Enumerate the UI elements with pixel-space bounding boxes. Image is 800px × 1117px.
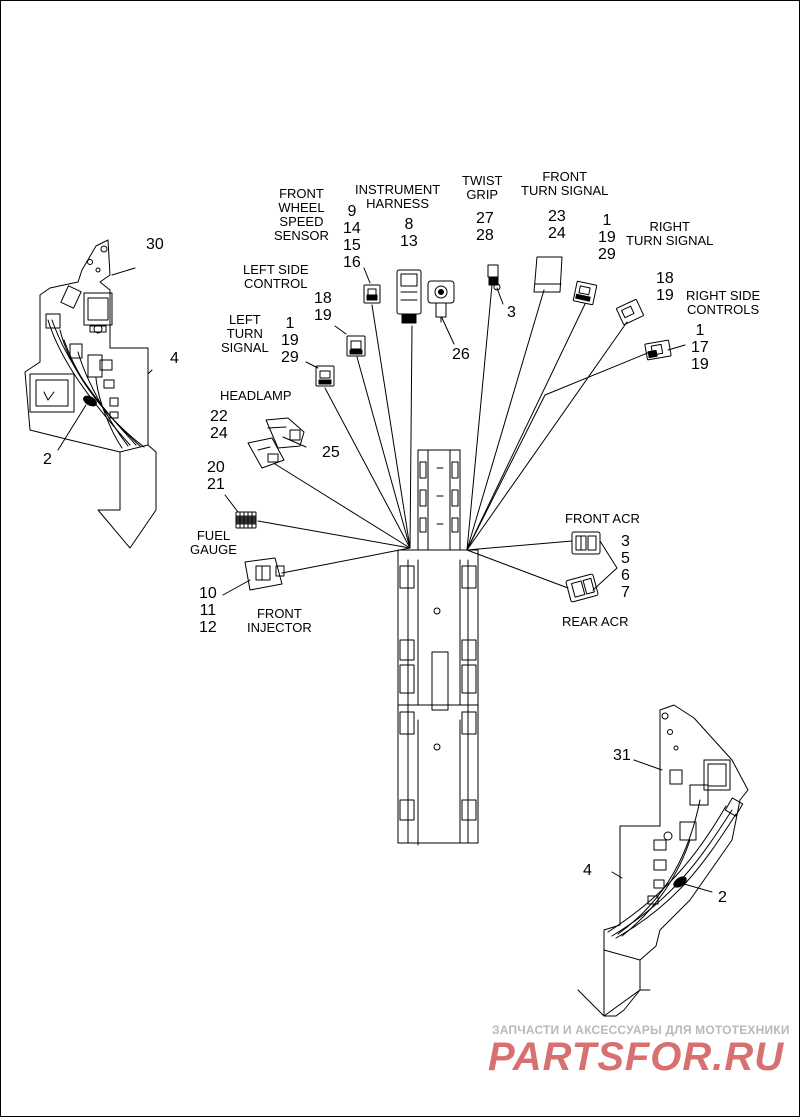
callout-headlamp-side: 25 bbox=[322, 444, 340, 461]
callout-left-inset-side: 4 bbox=[170, 350, 179, 367]
watermark-logo: PARTSFOR.RU bbox=[488, 1035, 785, 1079]
callout-right-inset-top: 31 bbox=[613, 747, 631, 764]
harness-wires bbox=[257, 284, 651, 589]
right-side-controls-connector-a bbox=[616, 299, 644, 325]
instrument-harness-connector bbox=[396, 269, 422, 324]
right-side-controls-connector-b bbox=[644, 339, 672, 361]
callout-left-inset-clip: 2 bbox=[43, 451, 52, 468]
callout-twist-grip-side: 3 bbox=[507, 304, 516, 321]
left-inset-bracket bbox=[24, 239, 157, 549]
twist-grip-connector bbox=[487, 264, 501, 291]
leader-lines bbox=[222, 267, 686, 596]
front-turn-signal-connector bbox=[533, 256, 563, 293]
left-turn-signal-connector bbox=[315, 365, 335, 387]
left-side-control-connector bbox=[346, 335, 366, 357]
rear-acr-connector bbox=[565, 573, 599, 603]
caption-rear-acr: REAR ACR bbox=[562, 614, 629, 629]
front-injector-connector bbox=[244, 557, 285, 591]
right-turn-signal-connector bbox=[572, 280, 598, 306]
callout-left-inset-top: 30 bbox=[146, 236, 164, 253]
watermark-tagline: ЗАПЧАСТИ И АКСЕССУАРЫ ДЛЯ МОТОТЕХНИКИ bbox=[492, 1023, 790, 1037]
fuel-gauge-connector bbox=[235, 511, 257, 529]
headlamp-connector bbox=[247, 437, 285, 469]
caption-headlamp: HEADLAMP bbox=[220, 388, 292, 403]
callout-right-inset-clip: 2 bbox=[718, 889, 727, 906]
callout-instrument-clip: 26 bbox=[452, 346, 470, 363]
right-inset-bracket bbox=[577, 704, 749, 1017]
callout-right-inset-side: 4 bbox=[583, 862, 592, 879]
headlamp-connector-25 bbox=[265, 417, 305, 449]
caption-front-acr: FRONT ACR bbox=[565, 511, 640, 526]
instrument-clip-26 bbox=[427, 280, 455, 323]
frame-spine bbox=[397, 449, 479, 846]
front-acr-connector bbox=[571, 531, 601, 555]
front-wheel-speed-sensor-connector bbox=[363, 284, 381, 304]
